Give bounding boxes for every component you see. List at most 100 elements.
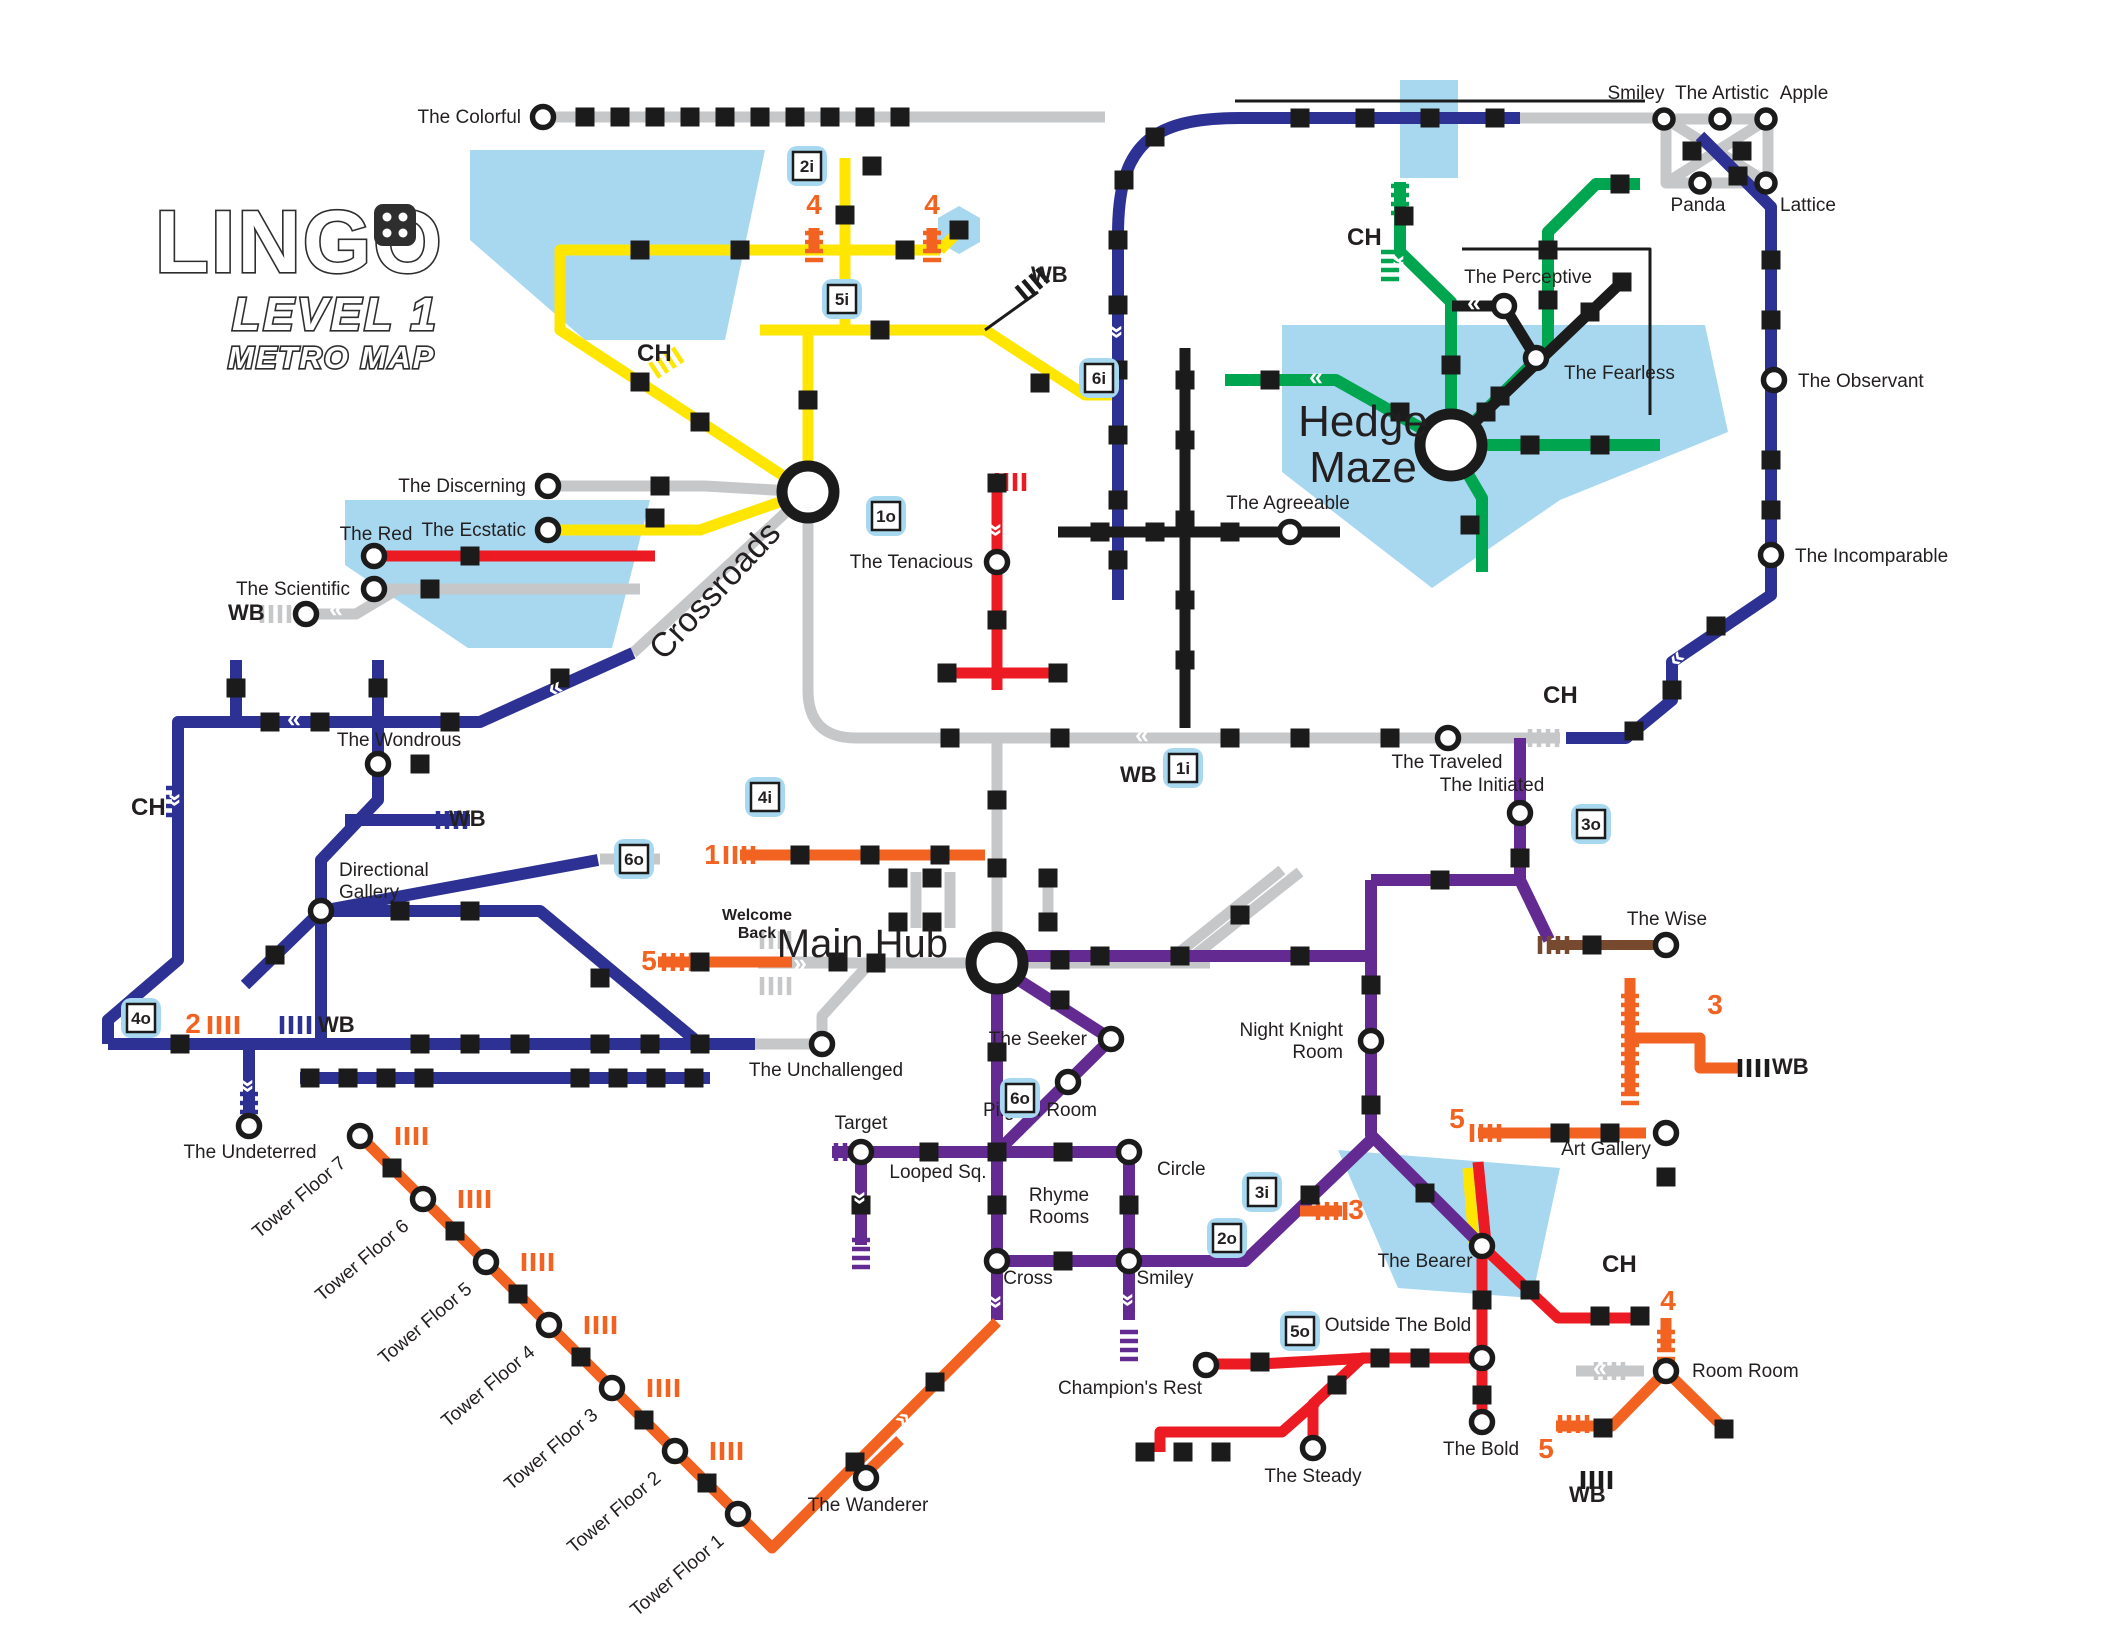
station-square <box>226 678 246 698</box>
badge-text: 3i <box>1255 1183 1269 1202</box>
station-square <box>646 1068 666 1088</box>
station-square <box>508 1284 528 1304</box>
station-square <box>1520 1280 1540 1300</box>
label-welcome: Welcome <box>722 907 792 924</box>
label-5: 5 <box>641 945 657 976</box>
connection-ticks <box>1593 1362 1626 1380</box>
station-tower-floor-1 <box>724 1500 752 1528</box>
station-square <box>987 610 1007 630</box>
station-the-discerning <box>534 472 562 500</box>
station-outside-the-bold <box>1468 1344 1496 1372</box>
station-square <box>930 845 950 865</box>
station-label-tower-floor-2: Tower Floor 2 <box>564 1468 666 1558</box>
station-the-agreeable <box>1276 518 1304 546</box>
chevron: » <box>1593 1357 1607 1385</box>
badge-box <box>791 150 823 182</box>
station-square <box>610 107 630 127</box>
station-label-the-ecstatic: The Ecstatic <box>421 520 526 541</box>
station-the-artistic <box>1708 107 1732 131</box>
badge-box <box>749 781 781 813</box>
badge-text: 1i <box>1176 759 1190 778</box>
station-smiley <box>1115 1247 1143 1275</box>
station-tower-floor-6 <box>409 1185 437 1213</box>
tick <box>655 356 670 374</box>
station-square <box>1038 868 1058 888</box>
station-square <box>630 372 650 392</box>
station-square <box>690 412 710 432</box>
station-square <box>1380 728 1400 748</box>
connection-ticks <box>395 1127 428 1145</box>
station-label-champion-s-rest: Champion's Rest <box>1058 1378 1203 1399</box>
badge-2o: 2o <box>1207 1218 1247 1258</box>
station-apple <box>1754 107 1778 131</box>
station-label-panda: Panda <box>1671 195 1726 216</box>
badge-1i: 1i <box>1163 748 1203 788</box>
station-label-the-red: The Red <box>340 524 413 545</box>
chevron: » <box>1104 325 1132 339</box>
station-square <box>1510 848 1530 868</box>
label-4: 4 <box>806 189 822 220</box>
station-square <box>1582 935 1602 955</box>
label-3: 3 <box>1707 989 1723 1020</box>
station-the-incomparable <box>1757 541 1785 569</box>
station-label-lattice: Lattice <box>1780 195 1836 216</box>
label-crossroads: Crossroads <box>642 514 788 667</box>
station-square <box>1420 108 1440 128</box>
badge-box <box>125 1002 157 1034</box>
station-square <box>922 912 942 932</box>
station-the-bearer <box>1468 1232 1496 1260</box>
station-square <box>828 952 848 972</box>
yellow-line <box>560 486 810 536</box>
label-looped-sq: Looped Sq. <box>889 1162 986 1183</box>
station-the-observant <box>1760 366 1788 394</box>
station-square <box>785 107 805 127</box>
badge-text: 6i <box>1092 369 1106 388</box>
station-square <box>1145 127 1165 147</box>
station-square <box>715 107 735 127</box>
station-label-the-undeterred: The Undeterred <box>183 1142 316 1163</box>
gray-lines <box>629 487 812 658</box>
station-square <box>1441 355 1461 375</box>
station-square <box>590 968 610 988</box>
station-label-circle: Circle <box>1157 1159 1206 1180</box>
connection-ticks <box>1557 1415 1590 1433</box>
label-ch: CH <box>637 340 672 367</box>
station-the-red <box>360 542 388 570</box>
orange-line <box>356 1132 1001 1554</box>
station-square <box>1706 616 1726 636</box>
station-cross <box>983 1247 1011 1275</box>
connection-ticks <box>1537 936 1570 954</box>
station-square <box>1108 295 1128 315</box>
station-square <box>1430 870 1450 890</box>
chevron: » <box>1309 366 1323 394</box>
gray-lines <box>816 959 875 1033</box>
badge-box <box>1211 1222 1243 1254</box>
station-smiley <box>1652 107 1676 131</box>
black-thin <box>984 290 1039 332</box>
station-square <box>1370 1348 1390 1368</box>
station-label-target: Target <box>835 1113 889 1134</box>
logo-grid-dot <box>398 228 408 238</box>
label-ch: CH <box>1602 1251 1637 1278</box>
station-square <box>368 678 388 698</box>
station-square <box>1108 490 1128 510</box>
station-square <box>571 1347 591 1367</box>
connection-ticks <box>584 1316 617 1334</box>
station-pilgrim-room <box>1054 1068 1082 1096</box>
station-square <box>987 1042 1007 1062</box>
station-square <box>1580 302 1600 322</box>
station-square <box>1220 522 1240 542</box>
station-label-the-seeker: The Seeker <box>989 1029 1088 1050</box>
station-label-tower-floor-7: Tower Floor 7 <box>249 1153 351 1243</box>
label-maze: Maze <box>1309 443 1417 492</box>
station-square <box>750 107 770 127</box>
tick <box>670 346 685 365</box>
station-label-the-scientific: The Scientific <box>236 579 350 600</box>
station-square <box>640 1034 660 1054</box>
station-square <box>460 901 480 921</box>
station-square <box>1173 1442 1193 1462</box>
station-night-knight-room <box>1357 1027 1385 1055</box>
station-square <box>1170 946 1190 966</box>
station-square <box>1230 905 1250 925</box>
station-square <box>1460 515 1480 535</box>
